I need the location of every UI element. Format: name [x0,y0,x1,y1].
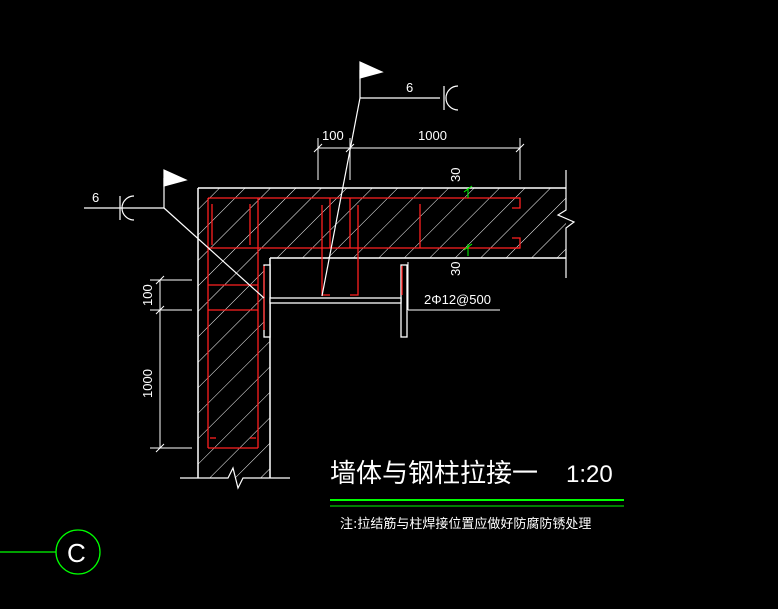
break-line-bottom [180,466,290,490]
grid-axis-bubble [0,529,101,575]
weld-symbol-left [84,169,265,299]
drawing-scale: 1:20 [566,461,613,488]
rebar-label: 2Φ12@500 [424,292,491,307]
dim-top-long: 1000 [418,128,447,143]
dim-top-short: 100 [322,128,344,143]
dim-left-long: 1000 [140,369,155,398]
dim-cover-bottom: 30 [448,262,463,276]
wall-section [180,170,576,490]
dim-cover-top: 30 [448,168,463,182]
drawing-title: 墙体与钢柱拉接一 [330,459,538,489]
dim-left-short: 100 [140,284,155,306]
drawing-note: 注:拉结筋与柱焊接位置应做好防腐防锈处理 [340,516,591,532]
grid-axis-label: C [67,538,86,568]
weld-symbol-top [321,61,459,297]
weld-size-top: 6 [406,80,413,95]
dimension-lines [150,138,525,453]
weld-size-left: 6 [92,190,99,205]
break-line-right [556,170,576,278]
cover-dimensions [463,185,473,256]
steel-column [263,264,408,338]
